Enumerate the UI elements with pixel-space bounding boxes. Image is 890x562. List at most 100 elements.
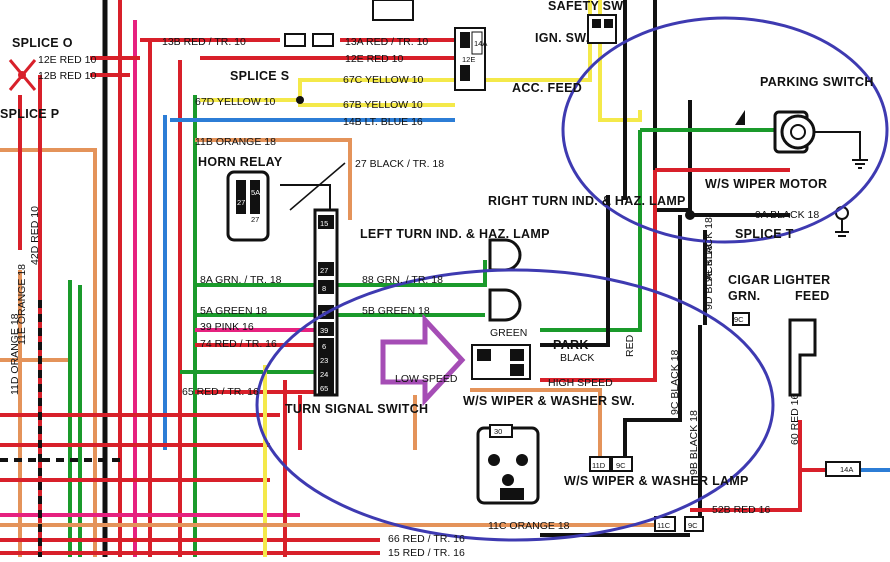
wire-orange-washer <box>470 388 602 470</box>
label-11e: 11E ORANGE 18 <box>16 264 28 345</box>
label-88: 88 GRN. / TR. 18 <box>362 274 443 286</box>
label-green: GREEN <box>490 327 527 339</box>
label-15: 15 RED / TR. 16 <box>388 547 465 557</box>
cigar-lighter: 9C 14A 11C 9C <box>654 312 861 532</box>
wiper-switch-connector <box>471 344 531 380</box>
label-washer-lamp: W/S WIPER & WASHER LAMP <box>564 474 749 488</box>
label-67d: 67D YELLOW 10 <box>195 96 276 108</box>
wire-88-line <box>335 260 487 287</box>
label-low-speed: LOW SPEED <box>395 373 458 385</box>
label-5b: 5B GREEN 18 <box>362 305 430 317</box>
label-13b: 13B RED / TR. 10 <box>162 36 246 48</box>
label-splice-o: SPLICE O <box>12 36 73 50</box>
wiper-motor <box>735 110 868 169</box>
splice-s-mark <box>296 96 304 104</box>
label-12b: 12B RED 10 <box>38 70 97 82</box>
label-horn-relay: HORN RELAY <box>198 155 283 169</box>
splice-t-mark <box>685 210 695 220</box>
label-8a: 8A GRN. / TR. 18 <box>200 274 282 286</box>
label-turn-switch: TURN SIGNAL SWITCH <box>285 402 428 416</box>
label-ign-sw: IGN. SW. <box>535 31 590 45</box>
wiper-washer-switch: 30 <box>476 424 540 505</box>
wire-bundle-middle <box>180 260 487 557</box>
wire-black-park <box>540 195 610 347</box>
top-connector <box>372 0 414 21</box>
label-9a: 9A BLACK 18 <box>755 209 819 221</box>
ts-pin-1: 27 <box>320 266 328 275</box>
ts-pin-8: 65 <box>320 384 328 393</box>
wire-27-leader <box>289 162 346 211</box>
label-grn: GRN. <box>728 289 760 303</box>
lamp-conn-11d: 11D <box>592 461 606 470</box>
turn-signal-switch: 15 27 8 5 39 6 23 24 65 <box>313 208 339 397</box>
highlight-ellipse-switch <box>255 268 775 542</box>
label-11d: 11D ORANGE 18 <box>9 313 21 395</box>
label-67b: 67B YELLOW 10 <box>343 99 423 111</box>
wire-orange-left <box>0 148 97 557</box>
right-turn-lamp <box>488 238 522 272</box>
lighter-conn-14a: 14A <box>840 465 853 474</box>
label-right-lamp: RIGHT TURN IND. & HAZ. LAMP <box>488 194 686 208</box>
label-65: 65 RED / TR. 16 <box>182 386 259 398</box>
ign-conn-12e: 12E <box>462 55 475 64</box>
wire-red-high <box>540 170 657 382</box>
label-black: BLACK <box>560 352 594 364</box>
lamp-conn-9c: 9C <box>616 461 626 470</box>
wire-67d-line <box>200 78 460 102</box>
wire-dashes <box>0 300 120 557</box>
horn-relay: 27B 5A 27 <box>226 170 270 242</box>
left-turn-lamp <box>488 288 522 322</box>
ts-pin-2: 8 <box>322 284 326 293</box>
label-red: RED <box>624 334 636 357</box>
wire-27-line <box>280 184 331 210</box>
ts-pin-7: 24 <box>320 370 328 379</box>
label-splice-t: SPLICE T <box>735 227 794 241</box>
label-safety-sw: SAFETY SW. <box>548 0 626 13</box>
label-12e-mid: 12E RED 10 <box>345 53 404 65</box>
ign-conn-14a: 14A <box>474 39 487 48</box>
label-park: PARK <box>553 338 589 352</box>
label-60: 60 RED 16 <box>789 393 801 445</box>
highlight-ellipse-motor <box>561 16 889 244</box>
label-left-lamp: LEFT TURN IND. & HAZ. LAMP <box>360 227 550 241</box>
washer-lamp-connectors: 11D 9C <box>589 456 633 472</box>
label-39: 39 PINK 16 <box>200 321 254 333</box>
conn-9c-low-box: 9C <box>688 521 698 530</box>
lighter-conn-9c: 9C <box>734 315 744 324</box>
safety-switch <box>587 14 617 44</box>
wire-9c-black <box>623 215 682 470</box>
wire-bundle-right <box>0 0 890 537</box>
label-high-speed: HIGH SPEED <box>548 377 613 389</box>
label-9c-black: 9C BLACK 18 <box>669 349 681 415</box>
horn-pin-27b: 27B <box>237 198 250 207</box>
label-9e-black: 9E BLACK 18 <box>703 217 715 282</box>
horn-pin-5a: 5A <box>251 188 260 197</box>
label-feed: FEED <box>795 289 830 303</box>
ignition-switch: 14A 12E <box>454 27 487 91</box>
wire-52b-red <box>690 470 802 512</box>
label-42d: 42D RED 10 <box>29 206 41 265</box>
wire-black-right-2 <box>653 0 690 212</box>
ts-pin-5: 6 <box>322 342 326 351</box>
wiper-conn-30: 30 <box>494 427 502 436</box>
label-9b-black: 9B BLACK 18 <box>688 410 700 475</box>
pointer-arrow <box>380 313 466 407</box>
label-motor: W/S WIPER MOTOR <box>705 177 827 191</box>
label-11b: 11B ORANGE 18 <box>195 136 276 148</box>
label-52b: 52B RED 16 <box>712 504 771 516</box>
label-parking-switch: PARKING SWITCH <box>760 75 874 89</box>
ts-pin-6: 23 <box>320 356 328 365</box>
label-67c: 67C YELLOW 10 <box>343 74 424 86</box>
label-13a: 13A RED / TR. 10 <box>345 36 428 48</box>
label-27: 27 BLACK / TR. 18 <box>355 158 444 170</box>
label-cigar: CIGAR LIGHTER <box>728 273 831 287</box>
label-66: 66 RED / TR. 16 <box>388 533 465 545</box>
ts-pin-0: 15 <box>320 219 328 228</box>
horn-pin-27: 27 <box>251 215 259 224</box>
fuse-block <box>284 33 334 47</box>
conn-11c-box: 11C <box>657 521 671 530</box>
label-wiper-sw: W/S WIPER & WASHER SW. <box>463 394 635 408</box>
ts-pin-4: 39 <box>320 326 328 335</box>
